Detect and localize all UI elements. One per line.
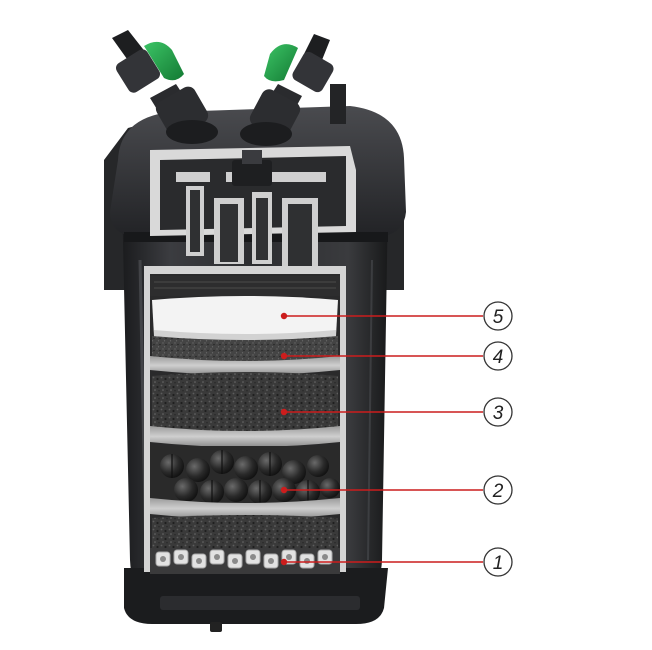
callout-1: 1 bbox=[280, 547, 513, 577]
coarse-foam-layer bbox=[150, 372, 340, 447]
callout-2: 2 bbox=[280, 475, 513, 505]
ceramic-rings-layer bbox=[150, 515, 340, 574]
inlet-valve bbox=[112, 30, 218, 144]
leader-dot bbox=[280, 558, 288, 566]
callout-circle bbox=[483, 547, 513, 577]
head-cutaway bbox=[150, 146, 356, 272]
callout-number: 4 bbox=[493, 347, 504, 368]
callout-number: 1 bbox=[493, 553, 504, 574]
leader-dot bbox=[280, 352, 288, 360]
callout-circle bbox=[483, 341, 513, 371]
top-grate bbox=[150, 276, 340, 296]
callouts: 5 4 3 2 1 bbox=[280, 301, 513, 577]
callout-4: 4 bbox=[280, 341, 513, 371]
filter-pad-layer bbox=[152, 296, 338, 342]
callout-number: 2 bbox=[492, 481, 504, 502]
leader-dot bbox=[280, 312, 288, 320]
top-bracket bbox=[330, 84, 346, 124]
callout-number: 3 bbox=[493, 403, 504, 424]
outlet-valve bbox=[240, 34, 334, 146]
callout-circle bbox=[483, 475, 513, 505]
fine-foam-layer bbox=[150, 336, 340, 375]
callout-number: 5 bbox=[493, 307, 504, 328]
bio-balls-layer bbox=[150, 446, 340, 519]
callout-3: 3 bbox=[280, 397, 513, 427]
callout-circle bbox=[483, 301, 513, 331]
leader-dot bbox=[280, 408, 288, 416]
leader-dot bbox=[280, 486, 288, 494]
callout-circle bbox=[483, 397, 513, 427]
callout-5: 5 bbox=[280, 301, 513, 331]
